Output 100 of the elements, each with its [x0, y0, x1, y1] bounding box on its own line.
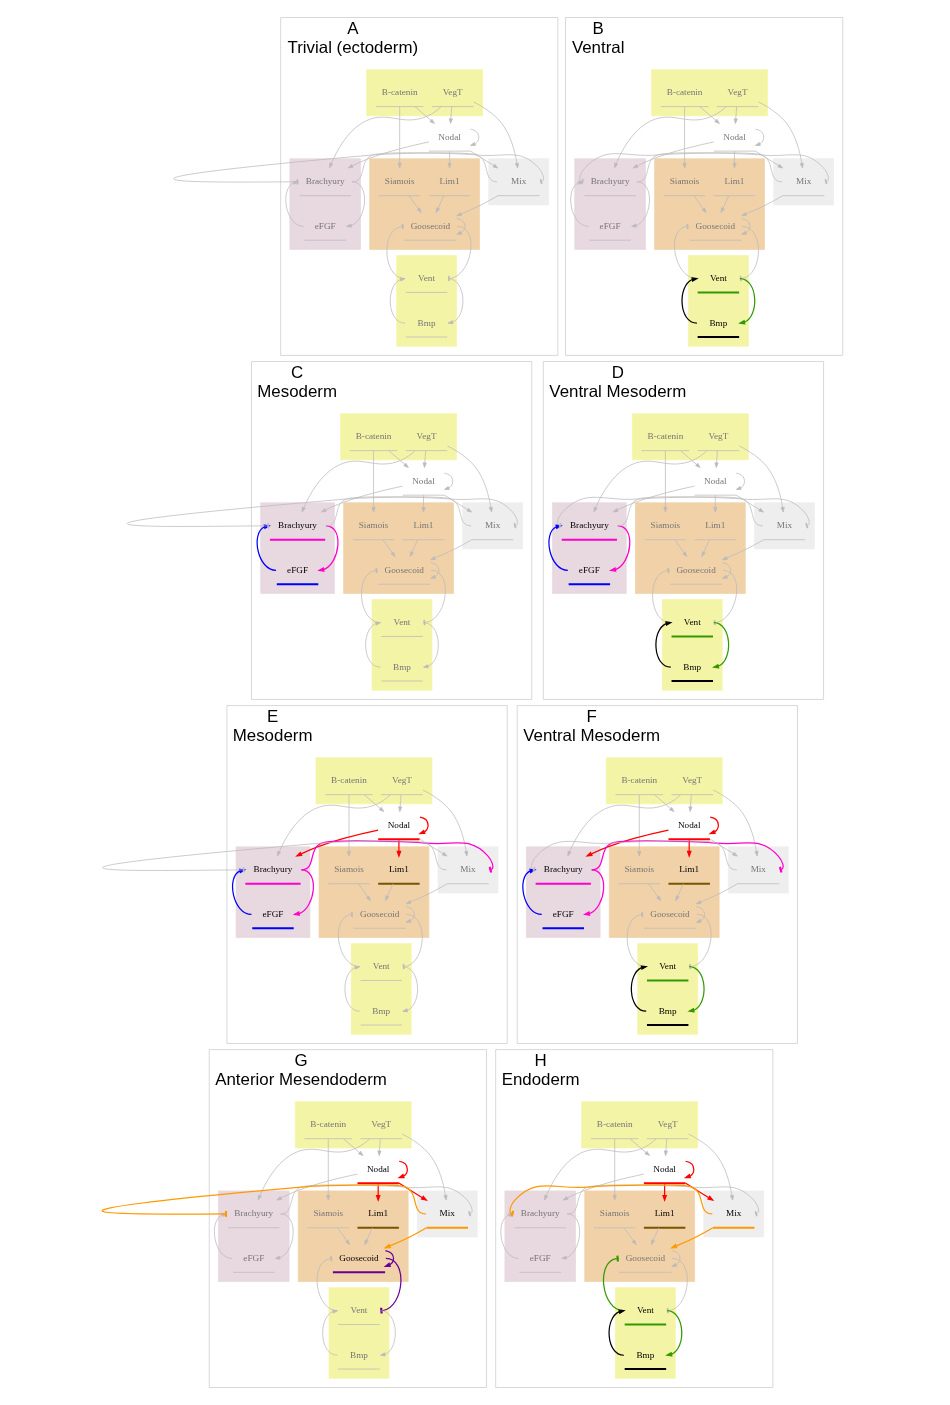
node-text: Vent [393, 617, 410, 628]
cluster [342, 502, 454, 594]
connector [651, 567, 671, 623]
arrow [455, 218, 465, 235]
node-text: Vent [372, 961, 390, 972]
arrow [292, 869, 314, 916]
node-text: Goosecoid [410, 220, 450, 231]
arrow [654, 621, 673, 668]
node-text: Vent [709, 272, 727, 283]
cluster [416, 1190, 478, 1238]
arrow [681, 277, 699, 324]
node-text: Nodal [722, 131, 746, 142]
cluster [573, 158, 646, 250]
connector [316, 1255, 338, 1312]
node-text: VegT [370, 1119, 391, 1130]
cluster [315, 757, 432, 805]
arrow [629, 1138, 650, 1156]
arrow [584, 829, 669, 857]
arrow [336, 1227, 350, 1246]
arrow [364, 621, 381, 668]
arrow [695, 906, 705, 923]
node-text: Lim1 [654, 1208, 675, 1219]
arrow [256, 524, 277, 572]
arrow [363, 1227, 373, 1246]
arrow [371, 450, 376, 513]
arrow [562, 1173, 644, 1201]
arrow [709, 838, 738, 857]
node-text: eFGF [552, 908, 574, 919]
arrow [346, 794, 351, 857]
cluster [650, 69, 768, 117]
arrow [732, 150, 736, 169]
node-text: Vent [350, 1305, 367, 1316]
node-text: B-catenin [596, 1119, 633, 1130]
node-text: Mix [795, 176, 811, 187]
node-text: B-catenin [309, 1119, 346, 1130]
arrow [321, 1309, 338, 1356]
node-text: Brachyury [253, 864, 292, 875]
arrow [695, 883, 738, 905]
node-text: Lim1 [413, 520, 433, 531]
node-text: Nodal [387, 819, 410, 830]
node-text: VegT [707, 431, 728, 442]
arrow [347, 141, 429, 169]
node-text: VegT [416, 431, 437, 442]
arrow [325, 1138, 330, 1201]
connector [616, 496, 810, 529]
cluster [395, 255, 457, 347]
arrow [714, 450, 719, 468]
arrow [275, 1173, 358, 1201]
arrow [294, 829, 379, 857]
arrow [345, 181, 365, 228]
cluster [368, 158, 480, 250]
node-text: Goosecoid [338, 1252, 379, 1263]
node-text: B-catenin [620, 775, 657, 786]
node-text: eFGF [286, 564, 308, 575]
node-text: Goosecoid [359, 908, 399, 919]
node-text: Lim1 [704, 520, 725, 531]
arrow [543, 1138, 656, 1201]
arrow [630, 965, 648, 1012]
arrow [662, 450, 667, 513]
node-text: Bmp [371, 1005, 390, 1016]
node-text: Bmp [658, 1005, 677, 1016]
node-text: Mix [510, 176, 526, 187]
arrow [408, 195, 421, 213]
arrow [669, 1227, 714, 1249]
node-text: Nodal [411, 475, 435, 486]
cluster [437, 846, 498, 894]
arrow [422, 789, 468, 857]
arrow [663, 1138, 668, 1156]
node-text: Brachyury [520, 1208, 560, 1219]
node-text: Mix [750, 864, 766, 875]
cluster [653, 158, 765, 250]
arrow [363, 794, 384, 812]
cluster [727, 846, 789, 894]
arrow [397, 106, 402, 169]
node-text: Mix [459, 864, 476, 875]
arrow [301, 450, 415, 513]
node-text: Nodal [366, 1163, 389, 1174]
arrow [707, 816, 719, 835]
cluster [580, 1101, 698, 1149]
node-text: Siamois [669, 176, 699, 187]
arrow [274, 1213, 294, 1260]
node-text: Lim1 [367, 1208, 388, 1219]
node-text: Vent [683, 617, 701, 628]
arrow [687, 794, 692, 812]
node-text: Bmp [635, 1349, 654, 1360]
arrow [443, 494, 472, 513]
arrow [396, 1160, 408, 1179]
arrow [397, 794, 402, 812]
arrow [421, 494, 425, 513]
arrow [612, 485, 695, 513]
node-text: Goosecoid [675, 564, 716, 575]
cluster [634, 502, 746, 594]
arrow [389, 277, 405, 324]
connector [126, 496, 471, 529]
cluster [350, 943, 412, 1035]
connector [636, 152, 829, 185]
node-text: Brachyury [590, 176, 630, 187]
node-text: Nodal [437, 131, 461, 142]
arrow [276, 794, 391, 857]
arrow [683, 1160, 694, 1179]
